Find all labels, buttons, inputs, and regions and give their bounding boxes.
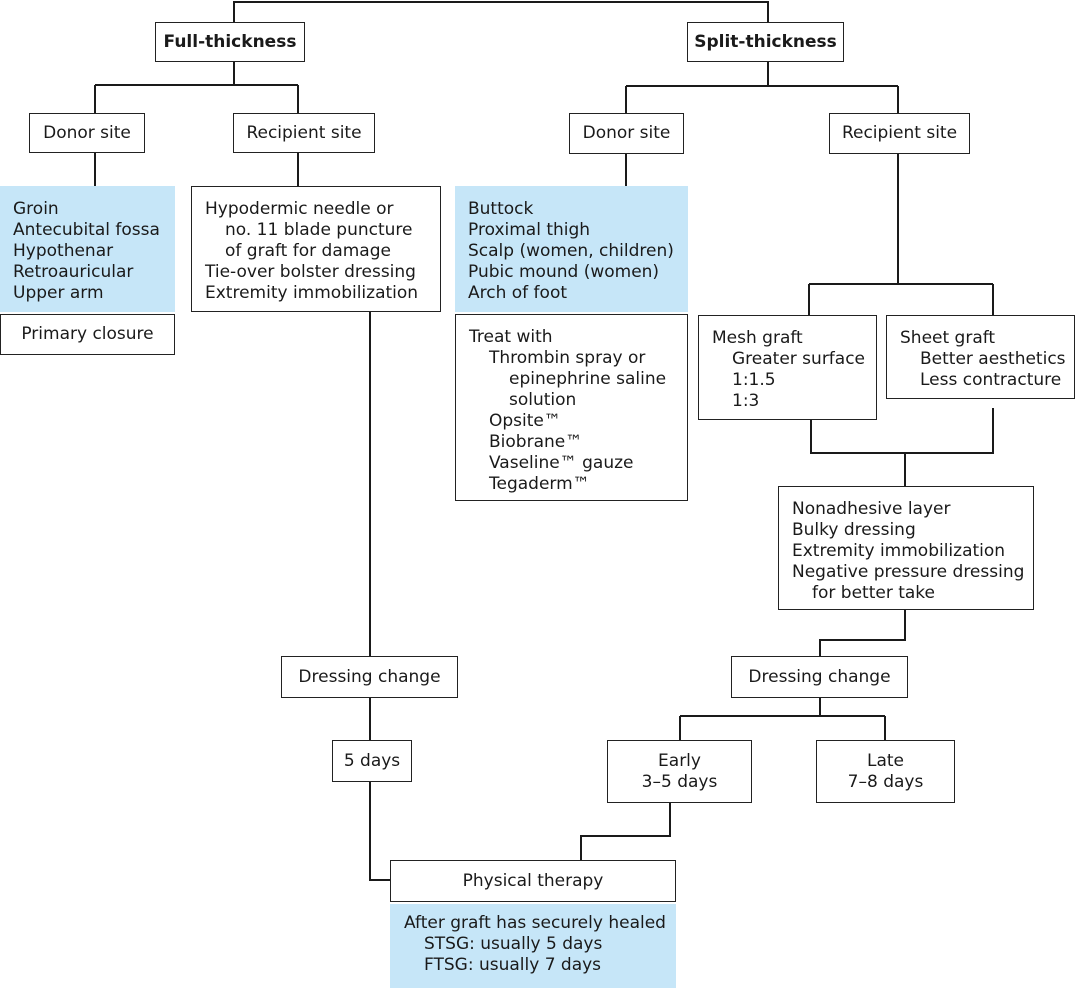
connector-layers-dressing <box>819 610 906 656</box>
split-donor-treatment-item: Treat with <box>469 327 553 347</box>
late-timing-days: 7–8 days <box>847 771 924 792</box>
full-recipient-site-box: Recipient site <box>233 113 375 153</box>
full-recipient-care-item: Hypodermic needle or <box>205 199 394 219</box>
split-recipient-site-text: Recipient site <box>841 123 958 143</box>
split-thickness-title: Split-thickness <box>687 22 844 62</box>
connector-split-split <box>625 62 899 113</box>
early-timing-days: 3–5 days <box>641 771 718 792</box>
physical-therapy-note-box: After graft has securely healed STSG: us… <box>390 904 676 988</box>
connector-graft-merge <box>810 408 994 486</box>
full-recipient-site-text: Recipient site <box>246 122 362 143</box>
split-donor-treatment-item: epinephrine saline <box>509 369 667 389</box>
split-donor-treatment-item: Thrombin spray or <box>489 348 646 368</box>
split-dressing-layer-item: Negative pressure dressing <box>792 562 1025 582</box>
mesh-graft-item: Mesh graft <box>712 328 803 348</box>
split-donor-treatment-item: Biobrane™ <box>489 432 583 452</box>
full-dressing-change-box: Dressing change <box>281 656 458 698</box>
split-donor-site-box: Donor site <box>569 113 684 154</box>
connector-graft-split <box>808 283 994 315</box>
full-thickness-title-text: Full-thickness <box>163 31 297 52</box>
physical-therapy-note-item: STSG: usually 5 days <box>424 934 603 954</box>
primary-closure-box: Primary closure <box>0 314 175 355</box>
split-dressing-layers-box: Nonadhesive layer Bulky dressing Extremi… <box>778 486 1034 610</box>
split-donor-treatment-box: Treat with Thrombin spray or epinephrine… <box>455 314 688 501</box>
physical-therapy-box: Physical therapy <box>390 860 676 902</box>
connector-top-root <box>233 1 769 22</box>
split-donor-location: Arch of foot <box>468 283 568 303</box>
split-dressing-layer-item: Nonadhesive layer <box>792 499 951 519</box>
split-donor-location: Proximal thigh <box>468 220 591 240</box>
late-timing-box: Late 7–8 days <box>816 740 955 803</box>
full-timing-box: 5 days <box>332 740 412 782</box>
split-donor-treatment-item: Tegaderm™ <box>489 474 590 494</box>
full-donor-location: Retroauricular <box>13 262 134 282</box>
late-timing-label: Late <box>866 750 904 771</box>
full-dressing-change-text: Dressing change <box>298 666 441 687</box>
split-donor-location: Pubic mound (women) <box>468 262 660 282</box>
physical-therapy-text: Physical therapy <box>462 870 604 891</box>
mesh-graft-item: 1:1.5 <box>732 370 776 390</box>
split-donor-treatment-item: Opsite™ <box>489 411 561 431</box>
sheet-graft-item: Sheet graft <box>900 328 996 348</box>
sheet-graft-item: Better aesthetics <box>920 349 1066 369</box>
full-recipient-care-box: Hypodermic needle or no. 11 blade punctu… <box>191 186 441 312</box>
full-donor-locations-box: Groin Antecubital fossa Hypothenar Retro… <box>0 186 175 312</box>
full-recipient-care-item: of graft for damage <box>225 241 391 261</box>
primary-closure-text: Primary closure <box>21 324 154 344</box>
physical-therapy-note-item: FTSG: usually 7 days <box>424 955 602 975</box>
split-donor-treatment-item: Vaseline™ gauze <box>489 453 634 473</box>
early-timing-label: Early <box>658 750 701 771</box>
split-donor-location: Buttock <box>468 199 534 219</box>
split-donor-treatment-item: solution <box>509 390 577 410</box>
split-recipient-site-box: Recipient site <box>829 113 970 154</box>
split-dressing-layer-item: Bulky dressing <box>792 520 916 540</box>
full-thickness-title: Full-thickness <box>155 22 305 62</box>
connector-early-pt <box>580 803 671 860</box>
mesh-graft-item: 1:3 <box>732 391 760 411</box>
full-donor-site-box: Donor site <box>29 113 145 153</box>
mesh-graft-item: Greater surface <box>732 349 866 369</box>
early-timing-box: Early 3–5 days <box>607 740 752 803</box>
full-donor-site-text: Donor site <box>43 122 131 143</box>
split-dressing-change-text: Dressing change <box>748 666 891 687</box>
full-recipient-care-item: no. 11 blade puncture <box>225 220 413 240</box>
full-donor-location: Hypothenar <box>13 241 114 261</box>
split-donor-locations-box: Buttock Proximal thigh Scalp (women, chi… <box>455 186 688 312</box>
full-donor-location: Groin <box>13 199 59 219</box>
full-recipient-care-item: Extremity immobilization <box>205 283 419 303</box>
full-timing-text: 5 days <box>343 750 401 771</box>
connector-dressing-timing <box>679 698 886 740</box>
full-donor-location: Antecubital fossa <box>13 220 160 240</box>
mesh-graft-box: Mesh graft Greater surface 1:1.5 1:3 <box>698 315 877 420</box>
split-thickness-title-text: Split-thickness <box>694 31 837 52</box>
connector-full-split <box>94 62 299 113</box>
full-recipient-care-item: Tie-over bolster dressing <box>205 262 416 282</box>
split-donor-location: Scalp (women, children) <box>468 241 674 261</box>
physical-therapy-note-item: After graft has securely healed <box>404 913 666 933</box>
split-dressing-change-box: Dressing change <box>731 656 908 698</box>
full-donor-location: Upper arm <box>13 283 104 303</box>
split-dressing-layer-item: Extremity immobilization <box>792 541 1006 561</box>
connector-full-days-pt <box>369 782 390 881</box>
split-dressing-layer-item: for better take <box>812 583 935 603</box>
sheet-graft-item: Less contracture <box>920 370 1062 390</box>
sheet-graft-box: Sheet graft Better aesthetics Less contr… <box>886 315 1075 399</box>
split-donor-site-text: Donor site <box>582 123 671 143</box>
